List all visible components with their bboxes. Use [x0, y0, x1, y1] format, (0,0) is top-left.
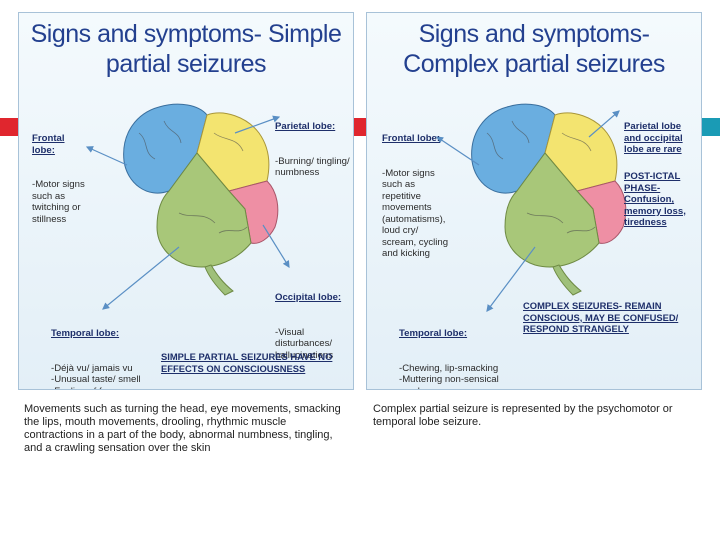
- frontal-lobe-label: Frontal lobe: -Motor signs such as twitc…: [32, 110, 85, 248]
- brain-illustration: [436, 103, 627, 312]
- red-accent-bar-left: [0, 118, 20, 136]
- frontal-lobe-heading: Frontal lobe:: [382, 133, 441, 144]
- frontal-lobe: [123, 103, 208, 194]
- consciousness-note: COMPLEX SEIZURES- REMAIN CONSCIOUS, MAY …: [523, 300, 679, 334]
- occipital-lobe-heading: Occipital lobe:: [275, 292, 342, 303]
- temporal-lobe-symptoms: -Déjà vu/ jamais vu -Unusual taste/ smel…: [51, 362, 141, 390]
- consciousness-note: SIMPLE PARTIAL SEIZURES HAVE NO EFFECTS …: [161, 351, 333, 374]
- figure-title: Signs and symptoms- Simple partial seizu…: [19, 19, 353, 79]
- brain-stem: [552, 264, 582, 296]
- temporal-lobe-label: Temporal lobe: -Chewing, lip-smacking -M…: [399, 305, 499, 390]
- temporal-lobe: [504, 152, 600, 268]
- parietal-lobe-label: Parietal lobe: -Burning/ tingling/ numbn…: [275, 98, 350, 202]
- temporal-lobe-label: Temporal lobe: -Déjà vu/ jamais vu -Unus…: [51, 305, 141, 390]
- parietal-occipital-lobe-label: Parietal lobe and occipital lobe are rar…: [624, 98, 683, 179]
- parietal-lobe-heading: Parietal lobe:: [275, 121, 336, 132]
- brain-stem: [204, 264, 234, 296]
- brain-illustration: [85, 103, 290, 310]
- post-ictal-phase-label: POST-ICTAL PHASE- Confusion, memory loss…: [624, 171, 686, 228]
- frontal-lobe-symptoms: -Motor signs such as twitching or stilln…: [32, 179, 85, 225]
- frontal-lobe-symptoms: -Motor signs such as repetitive movement…: [382, 167, 449, 260]
- frontal-lobe-label: Frontal lobe: -Motor signs such as repet…: [382, 110, 448, 283]
- frontal-lobe: [471, 103, 556, 194]
- teal-accent-bar-right: [700, 118, 720, 136]
- frontal-lobe-heading: Frontal lobe:: [32, 133, 65, 156]
- parietal-lobe-symptoms: -Burning/ tingling/ numbness: [275, 155, 350, 179]
- complex-partial-seizures-figure: Signs and symptoms- Complex partial seiz…: [366, 12, 702, 390]
- simple-partial-caption: Movements such as turning the head, eye …: [24, 403, 341, 454]
- temporal-lobe: [156, 152, 252, 268]
- temporal-lobe-heading: Temporal lobe:: [399, 328, 468, 339]
- parietal-occipital-lobe-heading: Parietal lobe and occipital lobe are rar…: [624, 121, 683, 155]
- red-accent-bar-middle: [352, 118, 368, 136]
- complex-partial-caption: Complex partial seizure is represented b…: [373, 403, 673, 428]
- occipital-lobe-label: Occipital lobe: -Visual disturbances/ ha…: [275, 269, 341, 384]
- figure-title-line-1: Signs and symptoms- Simple: [30, 20, 342, 48]
- simple-partial-seizures-figure: Signs and symptoms- Simple partial seizu…: [18, 12, 354, 390]
- figure-title-line-2: Complex partial seizures: [403, 50, 665, 78]
- figure-title-line-1: Signs and symptoms-: [418, 20, 650, 48]
- figure-title-line-2: partial seizures: [105, 50, 267, 78]
- temporal-lobe-heading: Temporal lobe:: [51, 328, 120, 339]
- occipital-lobe-symptoms: -Visual disturbances/ hallucinations: [275, 326, 334, 361]
- figure-title: Signs and symptoms- Complex partial seiz…: [367, 19, 701, 79]
- temporal-lobe-symptoms: -Chewing, lip-smacking -Muttering non-se…: [399, 362, 499, 390]
